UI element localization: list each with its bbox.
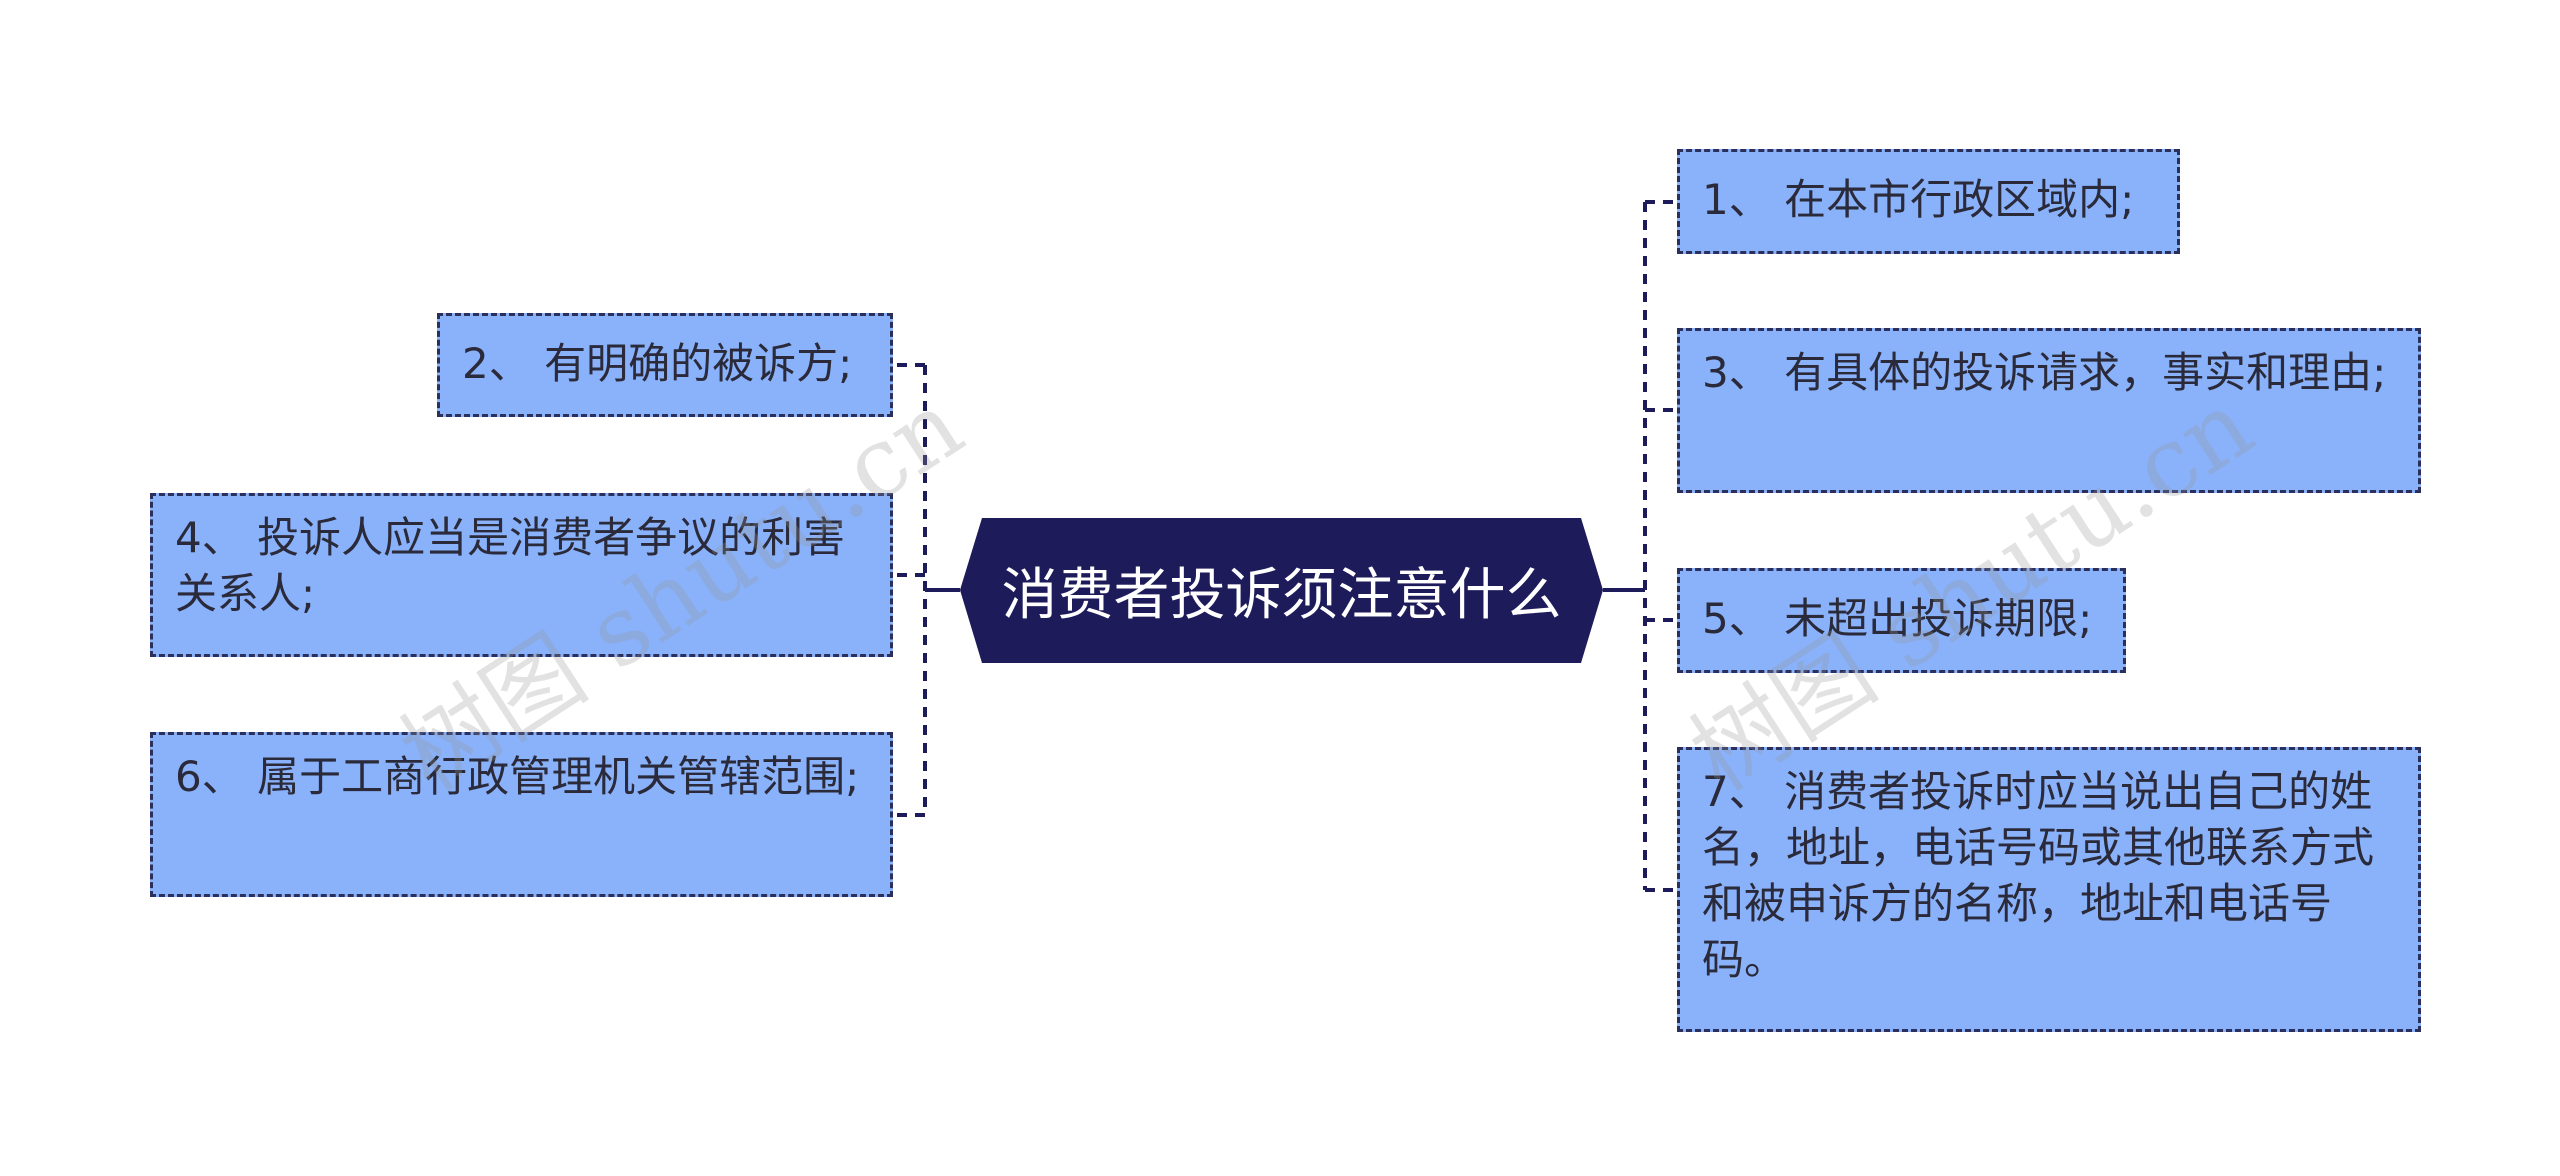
branch-node-3[interactable]: 3、 有具体的投诉请求，事实和理由; xyxy=(1677,328,2421,493)
branch-label-2: 2、 有明确的被诉方; xyxy=(462,339,853,388)
branch-label-5: 5、 未超出投诉期限; xyxy=(1702,594,2093,643)
branch-node-2[interactable]: 2、 有明确的被诉方; xyxy=(437,313,893,417)
branch-node-7[interactable]: 7、 消费者投诉时应当说出自己的姓名，地址，电话号码或其他联系方式和被申诉方的名… xyxy=(1677,747,2421,1032)
branch-node-4[interactable]: 4、 投诉人应当是消费者争议的利害关系人; xyxy=(150,493,893,657)
central-topic[interactable]: 消费者投诉须注意什么 xyxy=(960,518,1603,663)
branch-label-1: 1、 在本市行政区域内; xyxy=(1702,175,2135,224)
branch-label-3: 3、 有具体的投诉请求，事实和理由; xyxy=(1702,348,2387,397)
branch-label-7: 7、 消费者投诉时应当说出自己的姓名，地址，电话号码或其他联系方式和被申诉方的名… xyxy=(1702,767,2375,984)
branch-label-6: 6、 属于工商行政管理机关管辖范围; xyxy=(175,752,860,801)
central-topic-label: 消费者投诉须注意什么 xyxy=(1001,563,1562,628)
branch-node-5[interactable]: 5、 未超出投诉期限; xyxy=(1677,568,2126,673)
branch-node-6[interactable]: 6、 属于工商行政管理机关管辖范围; xyxy=(150,732,893,897)
branch-label-4: 4、 投诉人应当是消费者争议的利害关系人; xyxy=(175,513,846,618)
central-topic-shape xyxy=(960,518,1603,663)
branch-node-1[interactable]: 1、 在本市行政区域内; xyxy=(1677,149,2180,254)
